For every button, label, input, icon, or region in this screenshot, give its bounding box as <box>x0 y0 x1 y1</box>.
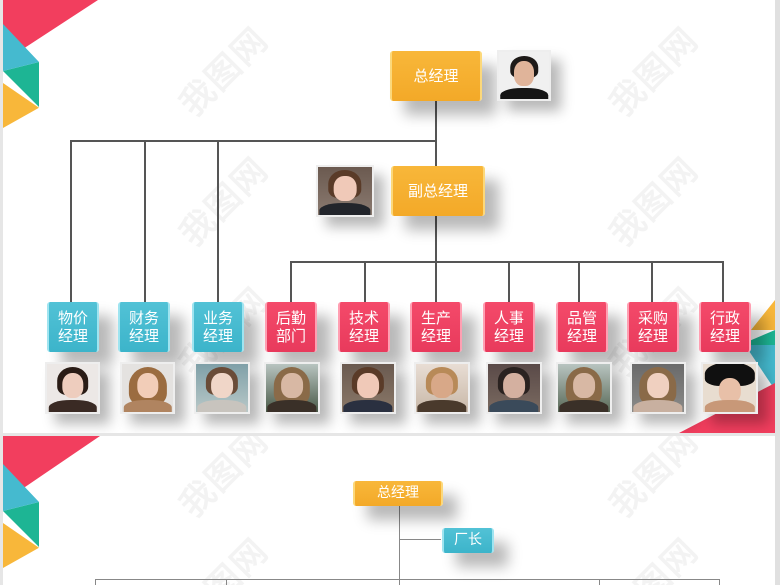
watermark: 我图网 <box>172 149 277 255</box>
watermark: 我图网 <box>172 530 277 585</box>
dept-label-line2: 经理 <box>493 327 524 345</box>
dept-photo <box>120 362 175 414</box>
vice-ceo-label: 副总经理 <box>407 182 468 200</box>
dept-label-line1: 人事 <box>493 309 524 327</box>
dept-node-business[interactable]: 业务 经理 <box>192 302 244 352</box>
dept-label-line2: 经理 <box>420 327 451 345</box>
dept-label-line2: 经理 <box>709 327 740 345</box>
vice-ceo-node[interactable]: 副总经理 <box>391 166 485 216</box>
dept-label-line1: 品管 <box>566 309 597 327</box>
dept-photo <box>486 362 542 414</box>
dept-label-line1: 后勤 <box>275 309 306 327</box>
dept-node-production[interactable]: 生产 经理 <box>410 302 462 352</box>
dept-node-logistics[interactable]: 后勤 部门 <box>265 302 317 352</box>
dept-photo <box>556 362 612 414</box>
watermark: 我图网 <box>602 530 707 585</box>
vice-photo <box>316 165 374 217</box>
dept-photo <box>340 362 396 414</box>
dept-node-quality[interactable]: 品管 经理 <box>556 302 608 352</box>
dept-label-line2: 经理 <box>202 327 233 345</box>
dept-label-line1: 采购 <box>637 309 668 327</box>
ceo-node[interactable]: 总经理 <box>390 51 482 101</box>
dept-label-line2: 经理 <box>637 327 668 345</box>
ceo-node[interactable]: 总经理 <box>353 481 443 506</box>
dept-node-admin[interactable]: 行政 经理 <box>699 302 751 352</box>
dept-label-line1: 业务 <box>202 309 233 327</box>
dept-photo <box>264 362 320 414</box>
org-chart-slide-1: 我图网 我图网 我图网 我图网 我图网 我图网 总经理 副总经理 <box>3 0 775 433</box>
dept-label-line1: 物价 <box>57 309 88 327</box>
factory-head-label: 厂长 <box>454 532 482 549</box>
ceo-label: 总经理 <box>413 67 459 85</box>
ceo-photo <box>497 50 551 101</box>
watermark: 我图网 <box>602 149 707 255</box>
dept-label-line1: 财务 <box>128 309 159 327</box>
dept-label-line2: 经理 <box>566 327 597 345</box>
dept-label-line2: 部门 <box>275 327 306 345</box>
watermark: 我图网 <box>602 19 707 125</box>
dept-node-finance[interactable]: 财务 经理 <box>118 302 170 352</box>
factory-head-node[interactable]: 厂长 <box>442 528 494 553</box>
dept-photo <box>45 362 100 414</box>
dept-node-hr[interactable]: 人事 经理 <box>483 302 535 352</box>
watermark: 我图网 <box>172 19 277 125</box>
watermark: 我图网 <box>172 436 277 526</box>
dept-photo <box>701 362 758 414</box>
org-chart-slide-2: 我图网 我图网 我图网 我图网 总经理 厂长 <box>3 436 775 585</box>
page-edge <box>775 0 780 585</box>
dept-label-line2: 经理 <box>128 327 159 345</box>
dept-label-line1: 技术 <box>348 309 379 327</box>
dept-node-pricing[interactable]: 物价 经理 <box>47 302 99 352</box>
dept-node-technology[interactable]: 技术 经理 <box>338 302 390 352</box>
dept-label-line2: 经理 <box>57 327 88 345</box>
dept-label-line2: 经理 <box>348 327 379 345</box>
dept-photo <box>630 362 686 414</box>
dept-label-line1: 生产 <box>420 309 451 327</box>
dept-photo <box>414 362 470 414</box>
ceo-label: 总经理 <box>377 485 419 502</box>
dept-node-purchasing[interactable]: 采购 经理 <box>627 302 679 352</box>
dept-label-line1: 行政 <box>709 309 740 327</box>
watermark: 我图网 <box>602 436 707 526</box>
dept-photo <box>194 362 250 414</box>
